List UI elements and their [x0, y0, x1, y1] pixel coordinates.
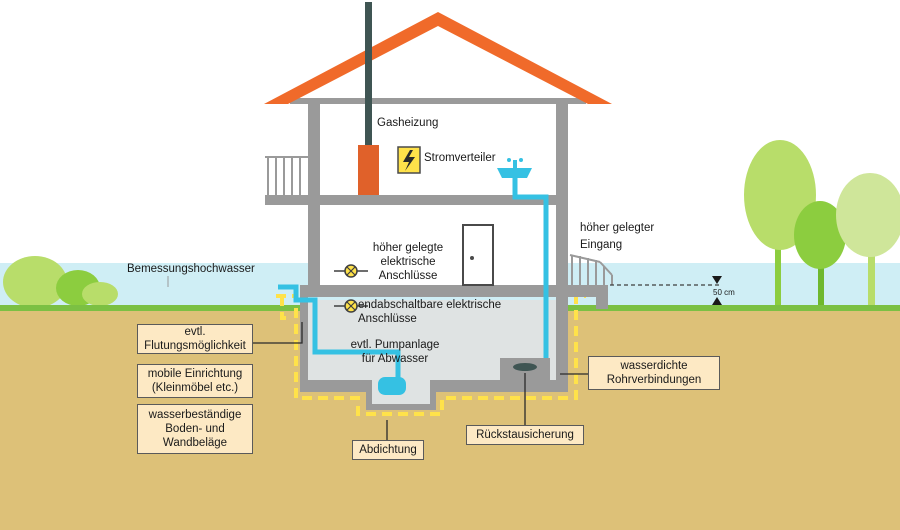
resistant-floors-callout: wasserbeständige Boden- und Wandbeläge	[137, 404, 253, 454]
upper-floor-wall-right	[556, 98, 568, 195]
switchable-connection-symbol	[334, 299, 368, 313]
gas-heating-label: Gasheizung	[377, 117, 439, 129]
ground-floor-wall-left	[308, 195, 320, 287]
sealing-line-inner	[280, 296, 290, 320]
design-flood-label: Bemessungshochwasser	[127, 263, 255, 275]
height-marker-label: 50 cm	[713, 288, 735, 297]
basement-wall	[300, 296, 372, 392]
door	[462, 224, 494, 286]
upper-floor-slab	[265, 195, 568, 205]
flooding-callout: evtl. Flutungsmöglichkeit	[137, 324, 253, 354]
sealing-callout: Abdichtung	[352, 440, 424, 460]
ground-floor-slab	[300, 285, 568, 297]
chimney	[365, 2, 372, 147]
switchable-connections-label: endabschaltbare elektrische Anschlüsse	[358, 299, 502, 325]
roof-base	[290, 98, 586, 104]
entrance-stairs	[568, 254, 613, 309]
raised-connections-label: höher gelegte elektrische Anschlüsse	[372, 242, 444, 282]
power-distributor-label: Stromverteiler	[424, 152, 496, 164]
basement-wall-right	[556, 296, 568, 392]
sealing-line	[276, 294, 586, 416]
pump-sump-wall	[366, 404, 436, 410]
backflow-callout: Rückstausicherung	[466, 425, 584, 445]
upper-floor-wall-left	[308, 98, 320, 195]
pump-sump-wall-r	[430, 380, 436, 410]
sink-knob-r	[519, 158, 523, 162]
basement-interior	[308, 300, 560, 400]
door-knob	[470, 256, 474, 260]
balcony-railing	[265, 156, 308, 195]
bushes-left	[3, 256, 118, 308]
sink-knob-l	[507, 158, 511, 162]
water-pipe	[512, 178, 549, 370]
watertight-pipes-callout: wasserdichte Rohrverbindungen	[588, 356, 720, 390]
pump	[378, 377, 406, 395]
height-marker-icon	[712, 276, 722, 305]
drain-pipe	[278, 284, 401, 380]
raised-connection-symbol	[334, 264, 368, 278]
raised-entrance-label: höher gelegter Eingang	[580, 222, 655, 251]
sink-tap	[513, 160, 517, 168]
callout-leaders	[252, 322, 588, 440]
pump-system-label: evtl. Pumpanlage für Abwasser	[350, 339, 440, 365]
pump-sump-wall-l	[366, 380, 372, 410]
lightning-icon	[403, 150, 415, 171]
backflow-valve	[513, 363, 537, 371]
trees-right	[744, 140, 900, 310]
gas-heater	[358, 145, 379, 195]
sink-icon	[497, 168, 532, 178]
mobile-furniture-callout: mobile Einrichtung (Kleinmöbel etc.)	[137, 364, 253, 398]
roof	[264, 12, 612, 104]
ground-floor-wall-right	[556, 195, 568, 287]
